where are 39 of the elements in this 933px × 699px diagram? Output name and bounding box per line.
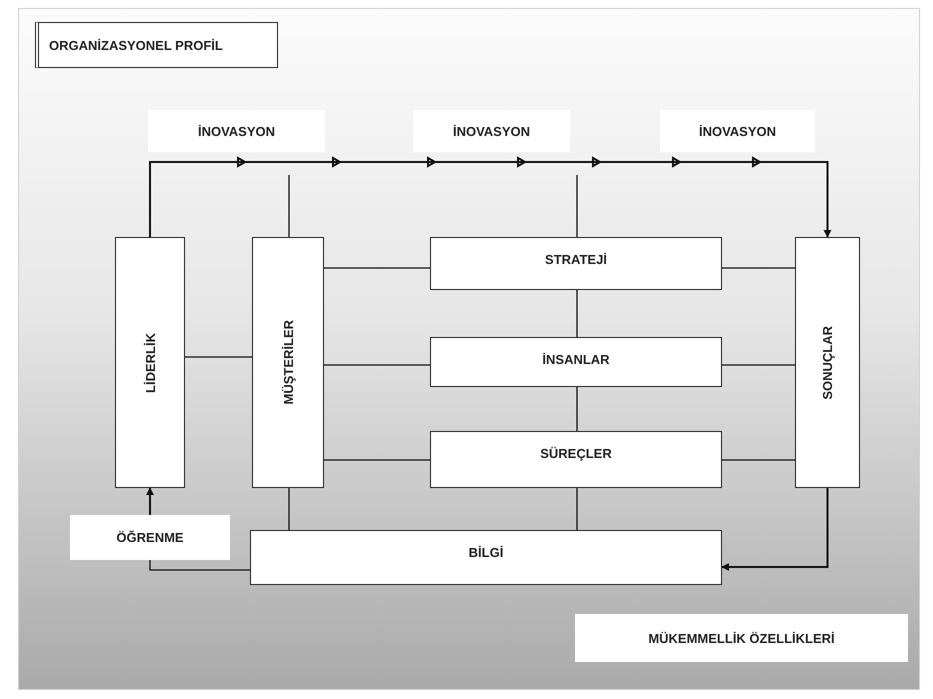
node-label: STRATEJİ bbox=[545, 252, 607, 267]
node-label: SONUÇLAR bbox=[820, 326, 835, 400]
process-box bbox=[252, 237, 324, 488]
connector-line bbox=[288, 175, 290, 237]
connector-line bbox=[722, 459, 795, 461]
node-label: SÜREÇLER bbox=[540, 446, 612, 461]
title-box: ORGANİZASYONEL PROFİL bbox=[35, 22, 278, 68]
label-box bbox=[575, 614, 908, 662]
process-box bbox=[795, 237, 860, 488]
label-box bbox=[70, 515, 230, 560]
node-label: ÖĞRENME bbox=[116, 530, 184, 545]
node-label: MÜŞTERİLER bbox=[280, 320, 296, 405]
connector-line bbox=[576, 387, 578, 431]
connector-line bbox=[288, 488, 290, 530]
process-box bbox=[430, 431, 722, 488]
connector-line bbox=[722, 364, 795, 366]
process-box bbox=[250, 530, 722, 585]
node-label: MÜKEMMELLİK ÖZELLİKLERİ bbox=[648, 630, 835, 646]
node-label: İNOVASYON bbox=[452, 124, 530, 139]
process-box bbox=[430, 337, 722, 387]
arrow bbox=[721, 488, 828, 571]
arrow bbox=[149, 157, 832, 238]
node-label: LİDERLİK bbox=[142, 332, 158, 392]
process-box bbox=[430, 237, 722, 290]
connector-line bbox=[576, 290, 578, 337]
connector-line bbox=[149, 560, 250, 571]
connector-line bbox=[324, 364, 430, 366]
node-label: BİLGİ bbox=[468, 545, 504, 560]
connector-line bbox=[324, 267, 430, 269]
connector-line bbox=[324, 459, 430, 461]
node-label: İNOVASYON bbox=[698, 124, 776, 139]
connector-line bbox=[185, 356, 252, 358]
node-label: İNSANLAR bbox=[542, 352, 610, 367]
arrow bbox=[146, 487, 154, 515]
connector-line bbox=[722, 267, 795, 269]
connector-line bbox=[576, 175, 578, 237]
process-box bbox=[115, 237, 185, 488]
node-label: İNOVASYON bbox=[198, 124, 276, 139]
connector-line bbox=[576, 488, 578, 530]
